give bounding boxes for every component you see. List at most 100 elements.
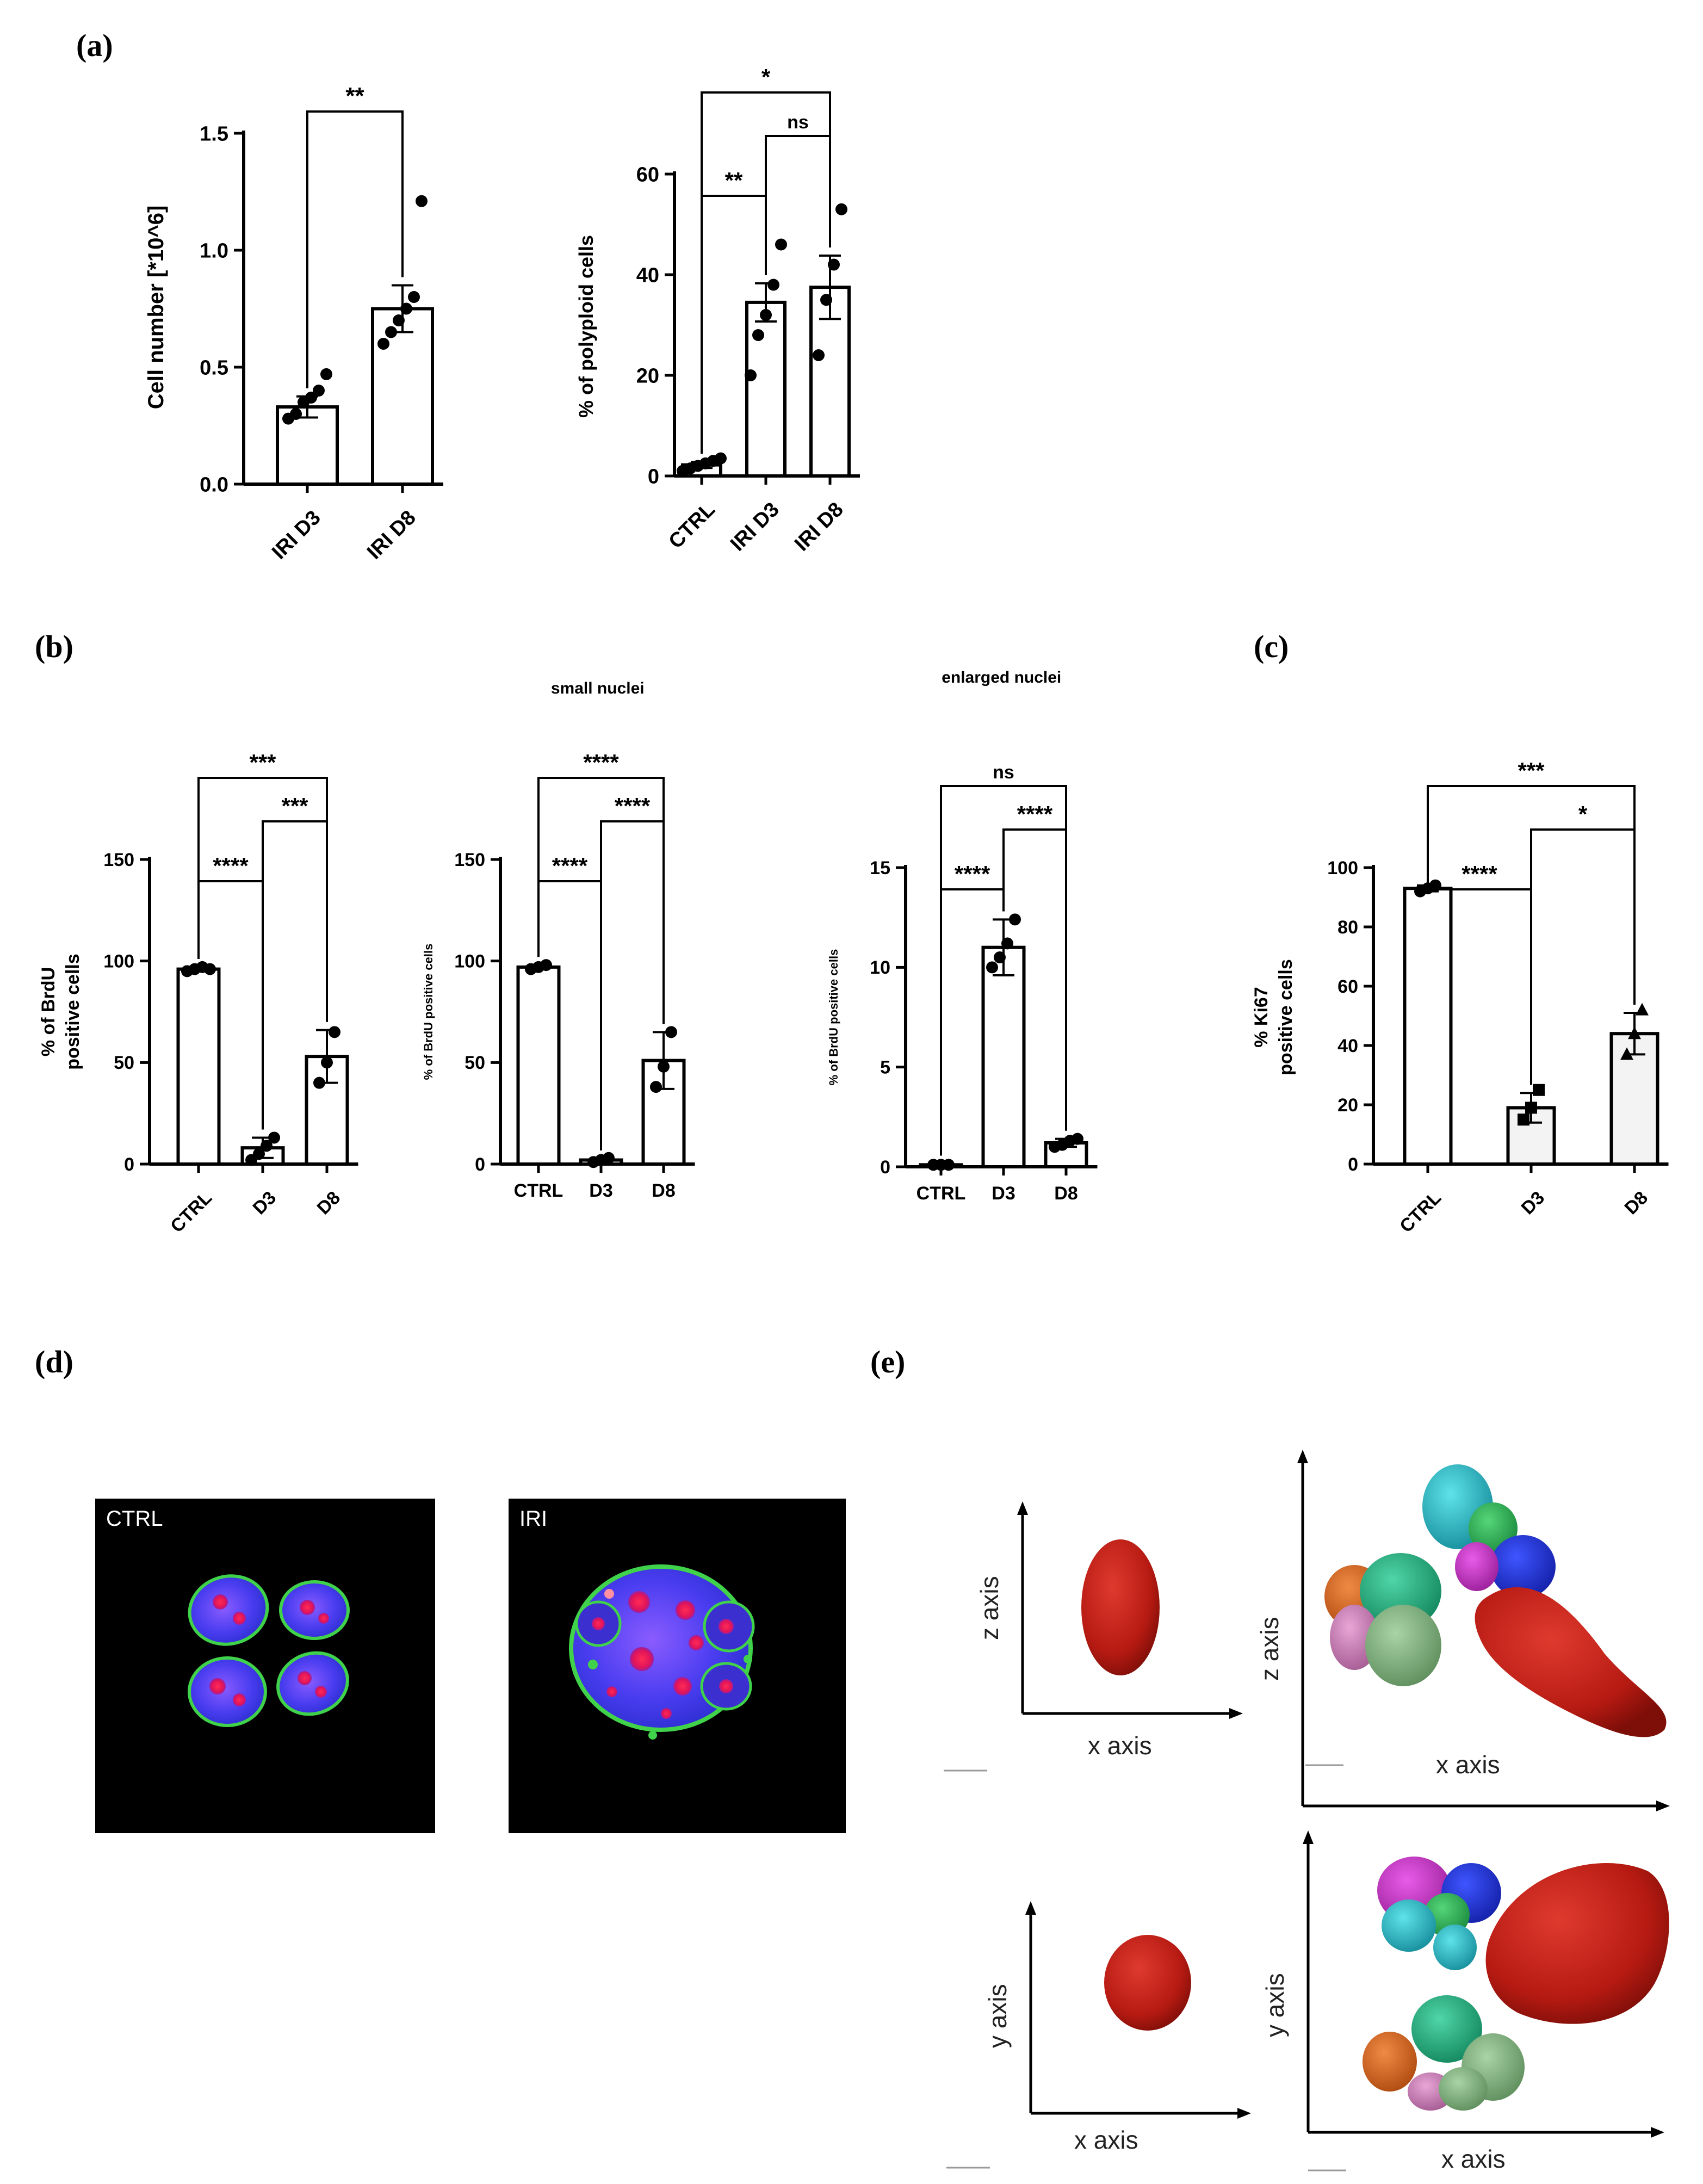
significance-label: *** <box>249 750 276 775</box>
x-tick-label: CTRL <box>916 1183 966 1204</box>
microscopy-iri: IRI <box>509 1499 846 1833</box>
y-tick-label: 1.5 <box>200 122 228 145</box>
panel-label-e: (e) <box>870 1344 906 1379</box>
significance-label: **** <box>583 750 619 775</box>
data-point <box>1072 1133 1083 1145</box>
x-axis-label-4: x axis <box>1441 2145 1506 2173</box>
x-tick-label: IRI D3 <box>268 506 325 564</box>
x-tick-label: CTRL <box>665 498 720 553</box>
y-tick-label: 0.5 <box>200 356 228 379</box>
x-tick-label: CTRL <box>166 1187 216 1237</box>
significance-label: *** <box>281 793 308 819</box>
data-point <box>1636 1003 1649 1016</box>
red-nucleus-3d-b <box>1104 1935 1191 2031</box>
render-top-left: z axis x axis <box>944 1501 1243 1772</box>
data-point <box>1620 1047 1633 1060</box>
x-tick-label: D3 <box>992 1183 1015 1204</box>
ctrl-image-label: CTRL <box>106 1507 163 1531</box>
x-tick-label: D3 <box>589 1180 612 1201</box>
significance-label: * <box>1578 801 1588 827</box>
y-tick-label: 80 <box>1337 917 1358 938</box>
y-tick-label: 60 <box>1337 976 1358 997</box>
render-bottom-left: y axis x axis <box>946 1901 1251 2169</box>
significance-bracket <box>1427 785 1636 1005</box>
data-point <box>321 1056 333 1069</box>
y-tick-label: 0.0 <box>200 473 228 496</box>
data-point <box>760 309 772 321</box>
data-point <box>408 291 420 303</box>
data-point <box>820 294 832 306</box>
y-axis-label: % of BrdU positive cells <box>422 944 435 1080</box>
y-axis-label: positive cells <box>63 954 83 1070</box>
x-tick-label: D3 <box>1518 1187 1549 1219</box>
significance-bracket <box>940 785 1067 1156</box>
microscopy-ctrl: CTRL <box>95 1499 435 1833</box>
z-axis-label-2: z axis <box>1255 1617 1284 1681</box>
red-nucleus-3d <box>1081 1539 1160 1675</box>
y-tick-label: 20 <box>636 364 659 387</box>
x-tick-label: IRI D8 <box>790 498 848 556</box>
y-tick-label: 100 <box>454 951 485 972</box>
data-point <box>943 1159 955 1171</box>
render-bottom-right: y axis x axis <box>1261 1830 1669 2173</box>
data-point <box>253 1148 265 1160</box>
y-tick-label: 0 <box>475 1154 485 1175</box>
bar <box>176 967 221 1166</box>
significance-label: ** <box>725 168 743 193</box>
data-point <box>650 1081 662 1093</box>
iri-nuclei <box>569 1564 755 1740</box>
data-point <box>715 452 727 465</box>
data-point <box>665 1026 677 1038</box>
significance-label: **** <box>955 861 990 887</box>
y-tick-label: 150 <box>103 850 134 870</box>
data-point <box>752 329 764 341</box>
chart-title: small nuclei <box>551 679 645 697</box>
significance-bracket <box>537 777 665 1024</box>
bar <box>516 965 561 1166</box>
data-point <box>1009 913 1021 926</box>
significance-label: **** <box>615 793 651 819</box>
bar <box>981 945 1026 1168</box>
data-point <box>268 1131 280 1144</box>
data-point <box>658 1060 670 1073</box>
y-axis-label: % of BrdU <box>38 967 59 1056</box>
data-point <box>835 203 847 215</box>
x-tick-label: CTRL <box>1396 1187 1445 1237</box>
y-tick-label: 1.0 <box>200 239 228 262</box>
data-point <box>377 338 389 350</box>
data-point <box>385 326 397 338</box>
y-tick-label: 100 <box>103 951 134 972</box>
y-axis-label: % of BrdU positive cells <box>827 949 840 1086</box>
panel-label-d: (d) <box>35 1344 73 1379</box>
data-point <box>400 302 412 315</box>
data-point <box>393 314 405 326</box>
data-point <box>320 368 332 380</box>
data-point <box>1533 1084 1545 1096</box>
data-point <box>329 1026 340 1038</box>
y-tick-label: 15 <box>870 858 890 878</box>
significance-label: ns <box>787 112 809 133</box>
data-point <box>313 385 325 397</box>
data-point <box>775 238 787 251</box>
significance-bracket <box>306 110 404 388</box>
y-tick-label: 0 <box>124 1154 134 1175</box>
y-tick-label: 5 <box>880 1057 890 1078</box>
data-point <box>813 349 825 361</box>
y-tick-label: 60 <box>636 163 659 186</box>
y-axis-label: % of polyploid cells <box>575 235 597 418</box>
y-tick-label: 20 <box>1337 1095 1358 1116</box>
significance-bracket <box>197 777 328 1022</box>
y-axis-label: positive cells <box>1275 959 1296 1075</box>
x-axis-label-2: x axis <box>1436 1750 1500 1779</box>
significance-label: * <box>761 64 771 90</box>
data-point <box>1001 937 1013 950</box>
y-tick-label: 50 <box>465 1053 485 1073</box>
data-point <box>828 258 840 271</box>
data-point <box>986 961 998 974</box>
y-tick-label: 40 <box>636 264 659 287</box>
